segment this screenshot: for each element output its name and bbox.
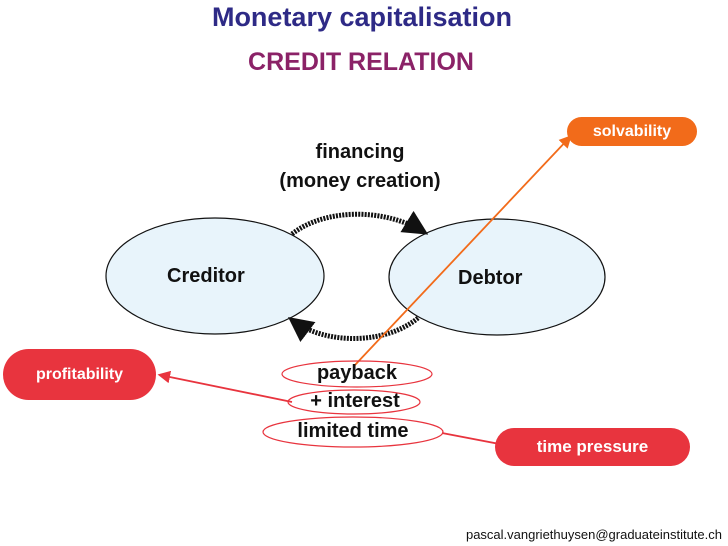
page-title: Monetary capitalisation <box>211 2 513 32</box>
creditor-ellipse <box>105 217 325 335</box>
financing-line1: financing <box>315 141 405 163</box>
limited-time-outline <box>262 416 444 448</box>
interest-label: + interest <box>310 390 400 412</box>
footer-email: pascal.vangriethuysen@graduateinstitute.… <box>465 527 722 542</box>
payback-arrow <box>288 316 420 343</box>
solvability-badge: solvability <box>567 117 697 146</box>
solvability-arrow <box>354 135 572 366</box>
financing-line2: (money creation) <box>279 170 441 192</box>
payback-outline <box>281 360 433 388</box>
debtor-ellipse <box>388 218 606 336</box>
profitability-badge: profitability <box>3 349 156 400</box>
debtor-label: Debtor <box>458 267 523 289</box>
limited-time-label: limited time <box>297 420 409 442</box>
financing-arrow <box>290 210 429 236</box>
creditor-label: Creditor <box>167 265 245 287</box>
payback-label: payback <box>316 362 398 384</box>
time-pressure-badge: time pressure <box>495 428 690 466</box>
profitability-arrow <box>157 370 293 403</box>
financing-label: financing (money creation) <box>250 138 470 196</box>
page-subtitle: CREDIT RELATION <box>248 48 474 76</box>
